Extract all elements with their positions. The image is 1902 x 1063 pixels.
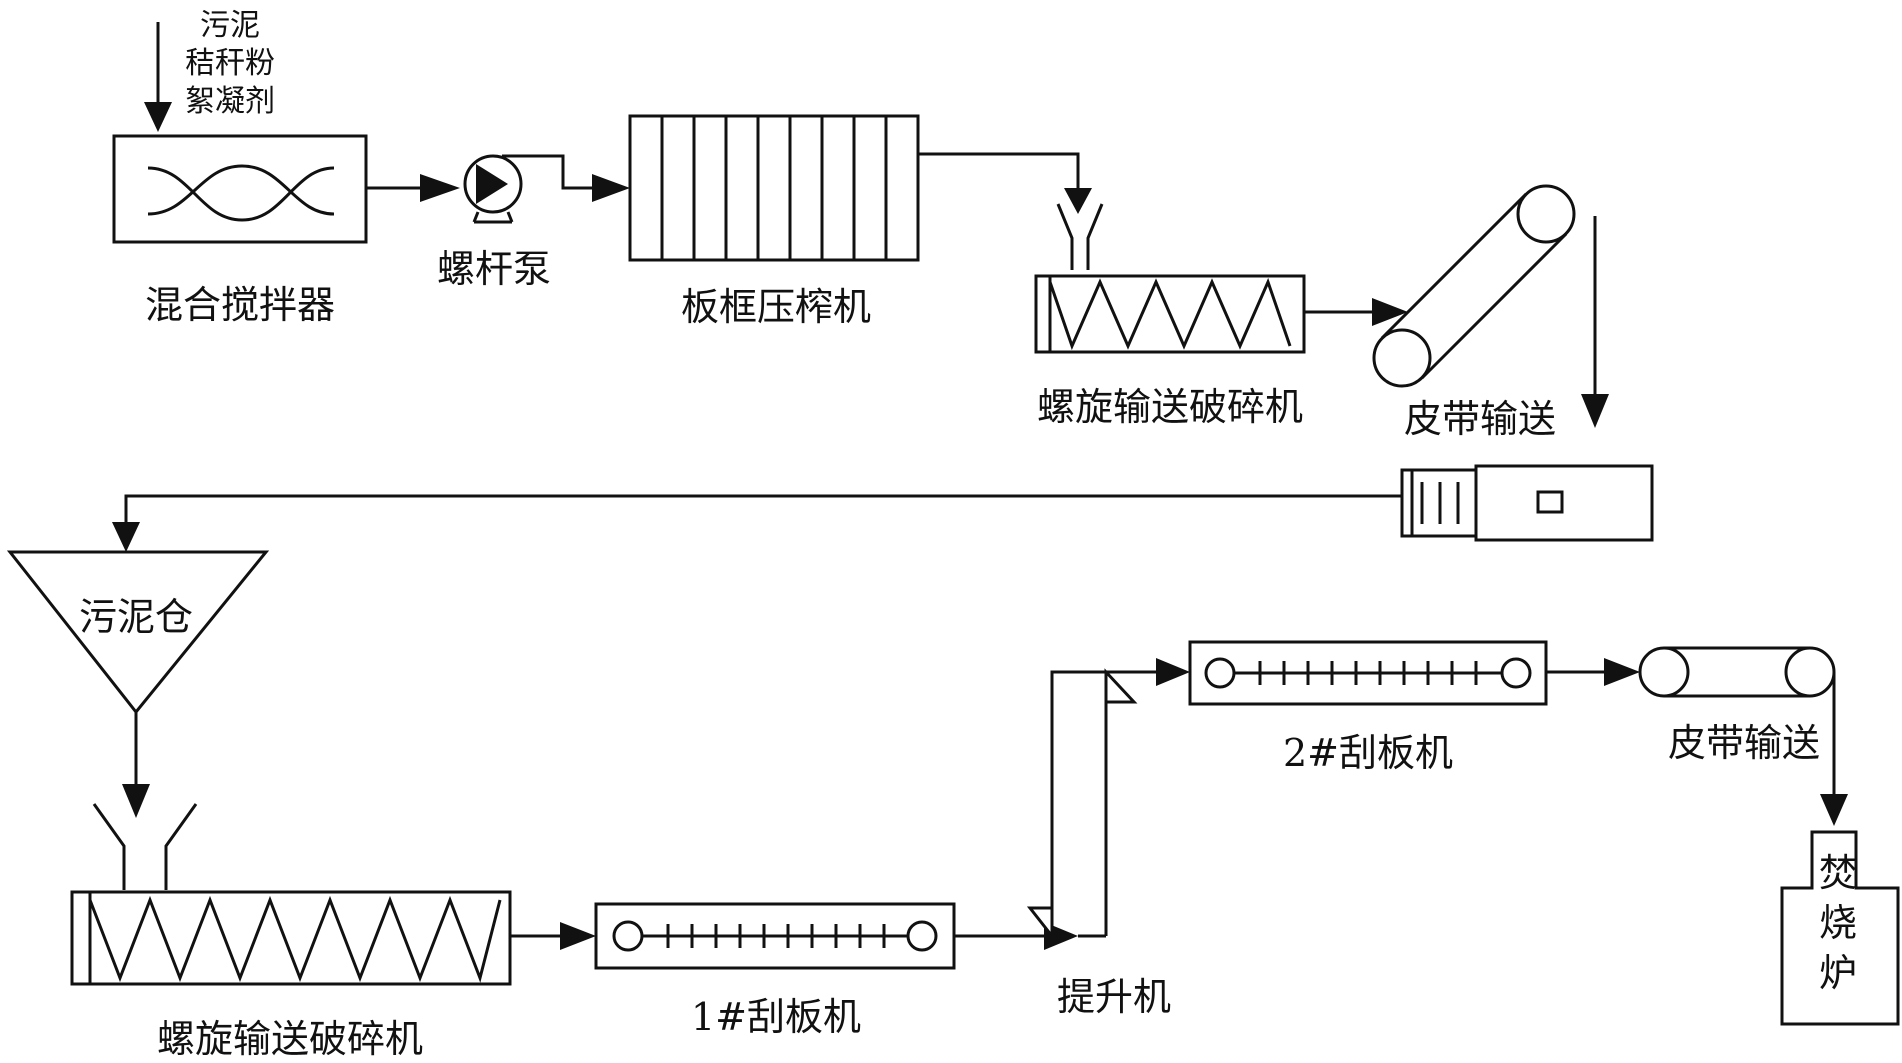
flow-arrow (918, 152, 1092, 214)
flow-arrow (122, 712, 150, 818)
flow-arrow (366, 174, 460, 202)
bucket-elevator-label: 提升机 (1057, 975, 1171, 1019)
filter-press (628, 114, 920, 262)
incinerator-label-char-2: 烧 (1819, 901, 1857, 945)
flow-arrow (1581, 216, 1609, 428)
flow-arrow (1820, 672, 1848, 826)
mixer-label: 混合搅拌器 (145, 283, 335, 327)
screw-crusher-top-label: 螺旋输送破碎机 (1037, 385, 1303, 429)
input-label-straw-powder: 秸秆粉 (185, 46, 275, 81)
belt-conveyor-bottom-label: 皮带输送 (1668, 721, 1820, 765)
input-arrow (144, 22, 172, 132)
incinerator-label-char-3: 炉 (1819, 951, 1857, 995)
incinerator (1780, 830, 1900, 1026)
scraper-conveyor-1-label: 1#刮板机 (691, 995, 861, 1039)
screw-crusher-top (1034, 203, 1306, 354)
truck (1400, 464, 1654, 542)
scraper-conveyor-2 (1188, 640, 1548, 706)
mixer (112, 134, 368, 244)
scraper-conveyor-1 (594, 902, 956, 970)
flow-arrow (1546, 658, 1640, 686)
belt-conveyor-top (1372, 184, 1576, 388)
input-label-sludge: 污泥 (200, 8, 260, 43)
screw-pump-label: 螺杆泵 (437, 247, 551, 291)
sludge-silo-label: 污泥仓 (79, 595, 193, 639)
flow-arrow (1304, 298, 1408, 326)
flow-arrow (112, 494, 1402, 552)
input-materials: 污泥 秸秆粉 絮凝剂 (185, 8, 275, 119)
incinerator-label-char-1: 焚 (1819, 851, 1857, 895)
bucket-elevator (1026, 668, 1138, 941)
filter-press-label: 板框压榨机 (681, 285, 871, 329)
flow-arrow (502, 154, 630, 202)
screw-crusher-bottom (70, 803, 512, 986)
screw-crusher-bottom-label: 螺旋输送破碎机 (157, 1017, 423, 1061)
sludge-silo (6, 550, 270, 715)
scraper-conveyor-2-label: 2#刮板机 (1283, 731, 1453, 775)
flow-arrow (954, 922, 1078, 950)
belt-conveyor-bottom (1638, 646, 1836, 698)
belt-conveyor-top-label: 皮带输送 (1404, 397, 1556, 441)
flow-arrow (510, 922, 596, 950)
flow-arrow (1052, 658, 1190, 686)
input-label-flocculant: 絮凝剂 (185, 84, 275, 119)
screw-pump (463, 154, 523, 224)
